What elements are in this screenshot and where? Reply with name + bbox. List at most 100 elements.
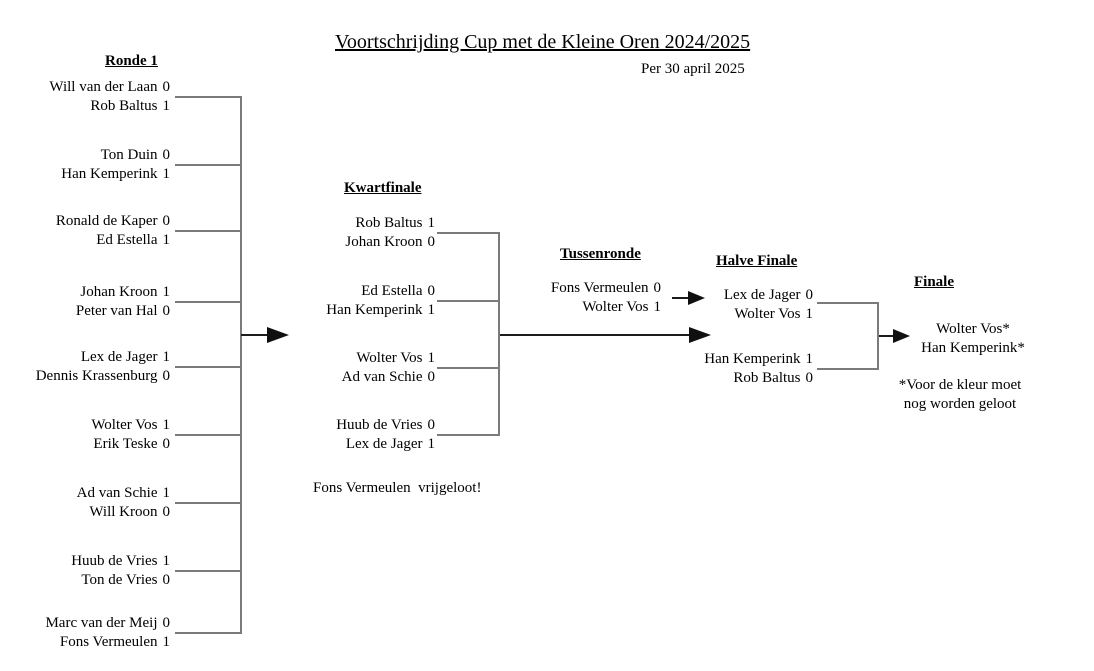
player-score: 0 bbox=[805, 287, 814, 303]
bracket-line bbox=[437, 367, 500, 369]
arrow-icon bbox=[500, 327, 711, 343]
player-score: 1 bbox=[162, 284, 171, 300]
player-name: Ton de Vries bbox=[81, 572, 158, 588]
player-score: 1 bbox=[427, 350, 436, 366]
footnote-line: nog worden geloot bbox=[903, 396, 1017, 412]
player-score: 0 bbox=[162, 303, 171, 319]
player-name: Erik Teske bbox=[93, 436, 158, 452]
player-score: 0 bbox=[653, 280, 662, 296]
player-name: Johan Kroon bbox=[345, 234, 423, 250]
player-score: 1 bbox=[162, 485, 171, 501]
player-score: 0 bbox=[162, 368, 171, 384]
arrow-icon bbox=[672, 291, 705, 305]
player-score: 0 bbox=[427, 369, 436, 385]
bye-note: Fons Vermeulen vrijgeloot! bbox=[313, 480, 482, 496]
player-name: Huub de Vries bbox=[71, 553, 158, 569]
player-name: Fons Vermeulen bbox=[550, 280, 649, 296]
arrow-head bbox=[267, 327, 289, 343]
bracket-line bbox=[175, 570, 241, 572]
player-name: Fons Vermeulen bbox=[59, 634, 158, 650]
player-score: 0 bbox=[162, 504, 171, 520]
player-name: Wolter Vos bbox=[582, 299, 649, 315]
player-score: 0 bbox=[427, 234, 436, 250]
arrow-head bbox=[688, 291, 705, 305]
player-name: Will van der Laan bbox=[49, 79, 158, 95]
player-name: Johan Kroon bbox=[80, 284, 158, 300]
finalist-name: Han Kemperink* bbox=[921, 340, 1025, 356]
column-header-halve-finale: Halve Finale bbox=[716, 253, 798, 269]
player-score: 1 bbox=[162, 166, 171, 182]
player-name: Ad van Schie bbox=[76, 485, 158, 501]
player-score: 0 bbox=[427, 417, 436, 433]
column-header-kwartfinale: Kwartfinale bbox=[344, 180, 422, 196]
bracket-line bbox=[175, 96, 241, 98]
player-score: 1 bbox=[162, 349, 171, 365]
player-score: 1 bbox=[427, 436, 436, 452]
arrow-head bbox=[893, 329, 910, 343]
player-name: Marc van der Meij bbox=[45, 615, 158, 631]
player-name: Will Kroon bbox=[89, 504, 158, 520]
player-name: Dennis Krassenburg bbox=[35, 368, 158, 384]
bracket-line bbox=[437, 300, 500, 302]
finalist-name: Wolter Vos* bbox=[936, 321, 1010, 337]
player-score: 1 bbox=[427, 302, 436, 318]
bracket-line bbox=[175, 502, 241, 504]
finalist-row: Wolter Vos* bbox=[873, 320, 1073, 339]
column-header-ronde1: Ronde 1 bbox=[105, 53, 158, 69]
player-score: 1 bbox=[162, 417, 171, 433]
player-score: 0 bbox=[162, 147, 171, 163]
player-name: Ad van Schie bbox=[341, 369, 423, 385]
arrow-shaft bbox=[672, 297, 688, 299]
player-name: Rob Baltus bbox=[733, 370, 801, 386]
bracket-connector bbox=[240, 96, 242, 634]
player-name: Wolter Vos bbox=[91, 417, 158, 433]
player-name: Wolter Vos bbox=[734, 306, 801, 322]
player-score: 1 bbox=[427, 215, 436, 231]
bracket-line bbox=[175, 164, 241, 166]
bracket-line bbox=[437, 434, 500, 436]
player-score: 1 bbox=[162, 98, 171, 114]
arrow-icon bbox=[241, 327, 289, 343]
player-name: Han Kemperink bbox=[61, 166, 158, 182]
bracket-line bbox=[175, 230, 241, 232]
player-score: 1 bbox=[162, 634, 171, 650]
player-name: Rob Baltus bbox=[90, 98, 158, 114]
bracket-line bbox=[817, 302, 879, 304]
bracket-line bbox=[817, 368, 879, 370]
player-name: Ed Estella bbox=[361, 283, 423, 299]
player-name: Rob Baltus bbox=[355, 215, 423, 231]
player-score: 1 bbox=[162, 232, 171, 248]
finalist-row: Han Kemperink* bbox=[873, 339, 1073, 358]
arrow-icon bbox=[879, 329, 910, 343]
footnote-line: *Voor de kleur moet bbox=[898, 377, 1022, 393]
player-name: Han Kemperink bbox=[704, 351, 801, 367]
